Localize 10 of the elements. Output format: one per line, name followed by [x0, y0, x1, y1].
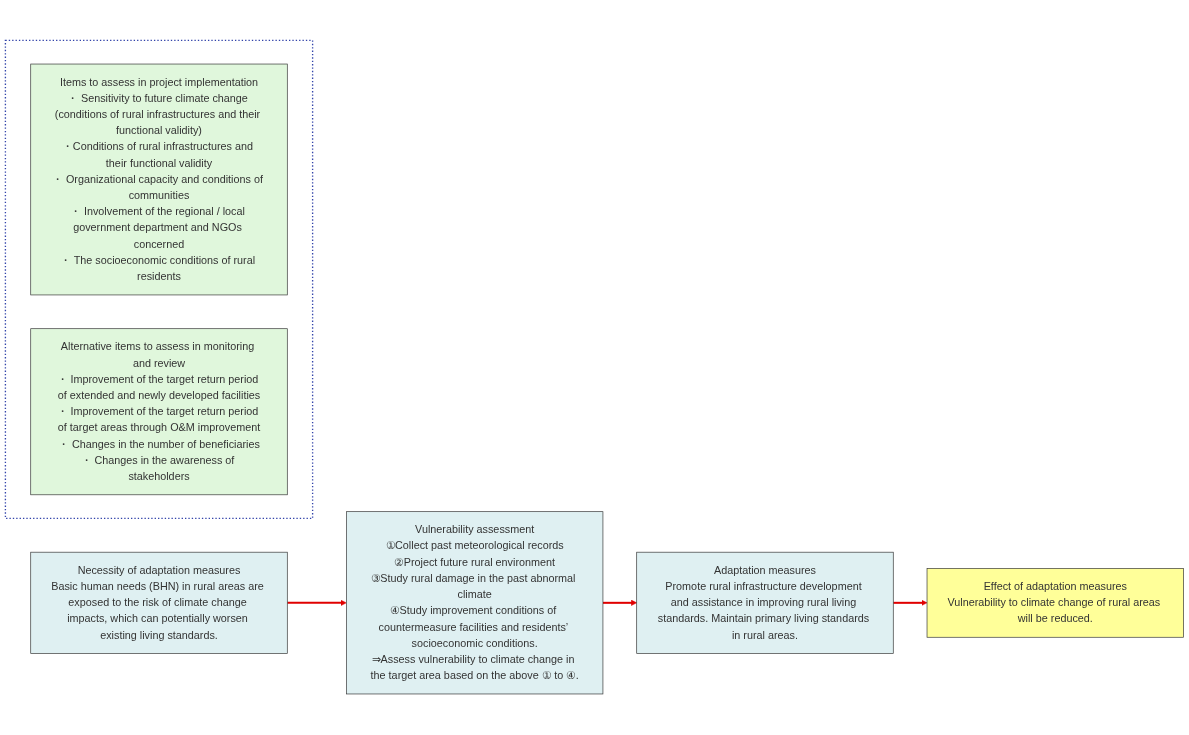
arrow [287, 600, 347, 607]
node-box: Alternative items to assess in monitoring and review ・ Improvement of the target return period of extended and newly developed facilities ・ Improvement of the target return period of target areas through O&M improvement ・ Changes in the number of beneficiaries ・ Changes in the awareness of stakeholders [30, 328, 288, 496]
node-box: Necessity of adaptation measures Basic human needs (BHN) in rural areas are exposed to the risk of climate change impacts, which can potentially worsen existing living standards. [30, 552, 288, 655]
node-box: Effect of adaptation measures Vulnerability to climate change of rural areas will be reduced. [926, 568, 1184, 638]
arrow [893, 600, 928, 607]
node-box: Vulnerability assessment ①Collect past meteorological records ②Project future rural environment ③Study rural damage in the past abnormal climate ④Study improvement conditions of countermeasure facilities and residents’ socioeconomic conditions. ⇒Assess vulnerability to climate change in the target area based on the above ① to ④. [346, 511, 604, 695]
cluster [4, 40, 314, 520]
arrow [602, 600, 637, 607]
node-box: Items to assess in project implementation ・ Sensitivity to future climate change (conditions of rural infrastructures and their functional validity) ・Conditions of rural infrastructures and their functional validity ・ Organizational capacity and conditions of communities ・ Involvement of the regional / local government department and NGOs concerned ・ The socioeconomic conditions of rural residents [30, 64, 288, 296]
node-box: Adaptation measures Promote rural infrastructure development and assistance in improving rural living standards. Maintain primary living standards in rural areas. [636, 552, 894, 655]
